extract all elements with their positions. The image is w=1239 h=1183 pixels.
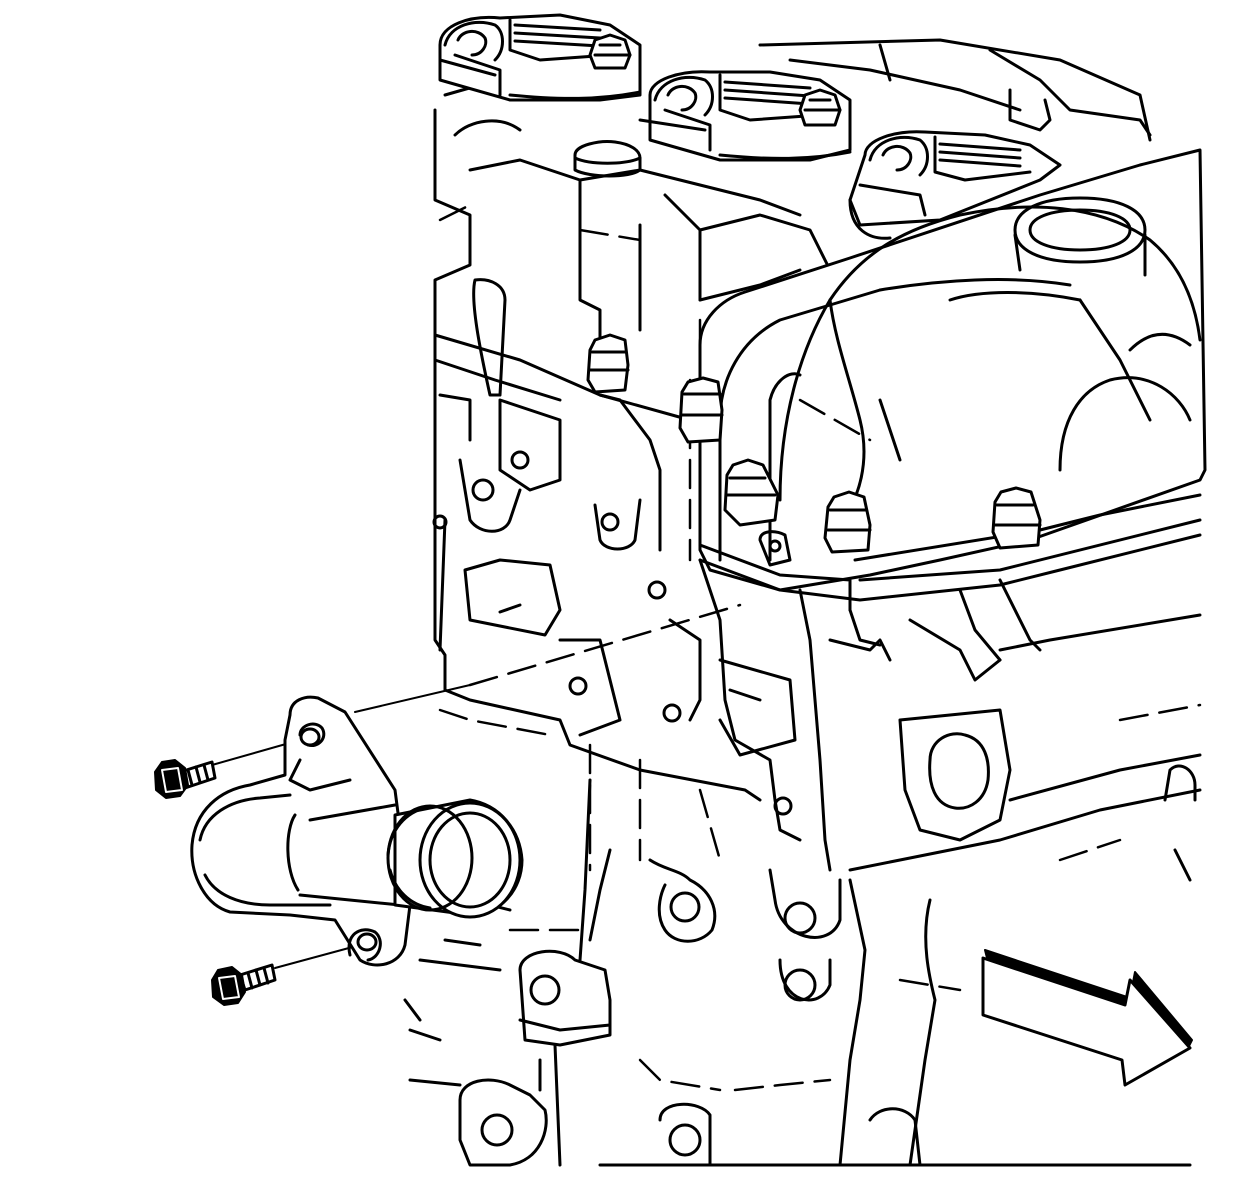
cover-bolt-5	[991, 486, 1042, 550]
view-direction-arrow	[981, 949, 1193, 1087]
bolt-lower	[211, 963, 277, 1006]
ignition-coil-1	[438, 13, 642, 102]
head-bolts	[573, 33, 1042, 554]
water-outlet-bolts	[154, 759, 277, 1006]
camshaft-cover	[688, 148, 1207, 662]
bolt-top-1	[588, 33, 632, 70]
water-outlet-housing	[190, 695, 524, 967]
bolt-top-2	[798, 88, 842, 127]
bolt-upper	[154, 759, 217, 799]
cover-bolt-4	[823, 490, 872, 554]
cover-bolt-2	[678, 376, 724, 444]
ignition-coils	[438, 13, 1152, 240]
cover-bolt-1	[586, 333, 630, 394]
ignition-coil-2	[638, 70, 852, 162]
cover-bolt-3	[723, 458, 780, 527]
ignition-coil-3	[848, 130, 1062, 240]
